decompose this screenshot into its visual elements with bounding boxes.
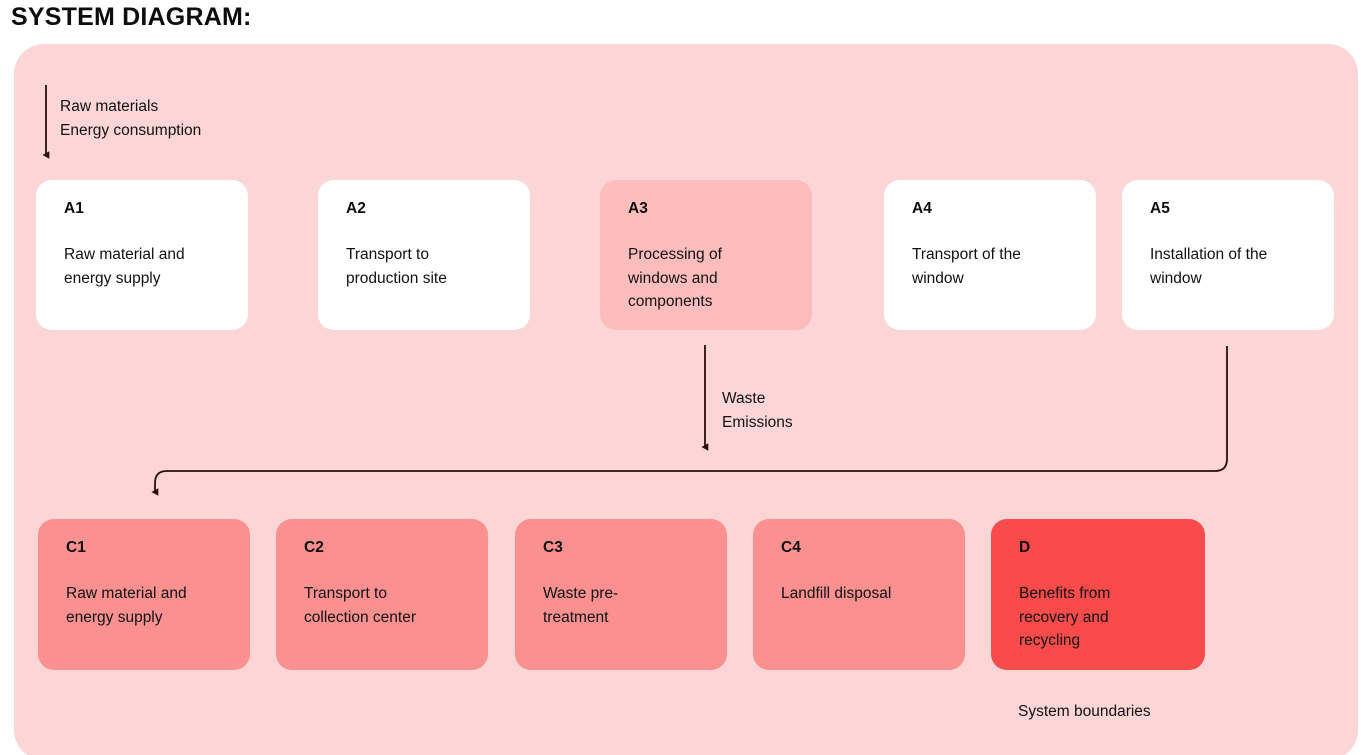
node-c2-code: C2: [304, 539, 324, 556]
node-c2-label: Transport to collection center: [304, 585, 417, 626]
node-a3-code: A3: [628, 200, 648, 217]
node-c4-label: Landfill disposal: [781, 585, 892, 603]
input-flow-note: Raw materials Energy consumption: [60, 98, 202, 140]
node-a5-label: Installation of the window: [1150, 246, 1268, 287]
node-d-label: Benefits from recovery and recycling: [1019, 585, 1111, 650]
system-boundaries-caption: System boundaries: [1018, 703, 1151, 720]
node-c2[interactable]: C2 Transport to collection center: [276, 519, 488, 670]
node-a3[interactable]: A3 Processing of windows and components: [600, 180, 812, 330]
node-c4[interactable]: C4 Landfill disposal: [753, 519, 965, 670]
node-a5-code: A5: [1150, 200, 1170, 217]
node-a1-label: Raw material and energy supply: [64, 246, 185, 287]
node-a3-label: Processing of windows and components: [628, 246, 722, 311]
node-c1-label: Raw material and energy supply: [66, 585, 187, 626]
node-d-code: D: [1019, 539, 1031, 556]
node-c3[interactable]: C3 Waste pre- treatment: [515, 519, 727, 670]
page-title: SYSTEM DIAGRAM:: [11, 3, 252, 31]
node-a5[interactable]: A5 Installation of the window: [1122, 180, 1334, 330]
node-c3-label: Waste pre- treatment: [543, 585, 619, 626]
node-a1-code: A1: [64, 200, 84, 217]
node-c1[interactable]: C1 Raw material and energy supply: [38, 519, 250, 670]
node-c4-code: C4: [781, 539, 801, 556]
node-d[interactable]: D Benefits from recovery and recycling: [991, 519, 1205, 670]
node-a2-code: A2: [346, 200, 366, 217]
node-a1[interactable]: A1 Raw material and energy supply: [36, 180, 248, 330]
node-a2-label: Transport to production site: [346, 246, 447, 287]
output-flow-note: Waste Emissions: [722, 390, 793, 432]
node-c3-code: C3: [543, 539, 563, 556]
node-c1-code: C1: [66, 539, 86, 556]
node-a2[interactable]: A2 Transport to production site: [318, 180, 530, 330]
node-a4[interactable]: A4 Transport of the window: [884, 180, 1096, 330]
node-a4-label: Transport of the window: [912, 246, 1021, 287]
node-a4-code: A4: [912, 200, 932, 217]
